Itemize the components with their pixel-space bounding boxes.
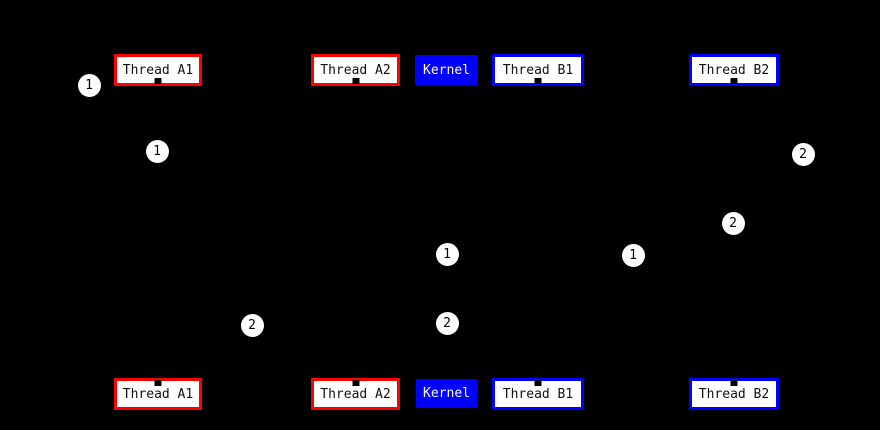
participant-label: Thread B1: [502, 386, 574, 402]
step-badge-1: 1: [145, 139, 169, 163]
lifeline-stub: [534, 380, 542, 386]
step-badge-1: 1: [621, 243, 645, 267]
lifeline-stub: [352, 78, 359, 84]
participant-label: Thread A2: [320, 386, 391, 402]
participant-label: Thread B2: [698, 62, 770, 78]
step-badge-number: 2: [248, 317, 256, 333]
participant-label: Thread B2: [698, 386, 770, 402]
participant-label: Kernel: [423, 62, 470, 78]
step-badge-number: 2: [443, 315, 451, 331]
participant-box-thread-a1-top: Thread A1: [114, 54, 202, 86]
participant-box-thread-b2-bottom: Thread B2: [689, 378, 779, 410]
lifeline-stub: [154, 380, 162, 386]
step-badge-2: 2: [721, 211, 745, 235]
step-badge-2: 2: [240, 313, 264, 337]
lifeline-stub: [534, 78, 542, 84]
participant-box-thread-a1-bottom: Thread A1: [114, 378, 202, 410]
participant-box-thread-b1-top: Thread B1: [492, 54, 584, 86]
step-badge-2: 2: [791, 142, 815, 166]
participant-box-thread-a2-bottom: Thread A2: [311, 378, 400, 410]
lifeline-stub: [352, 380, 359, 386]
participant-label: Thread A1: [122, 386, 194, 402]
participant-label: Thread B1: [502, 62, 574, 78]
participant-box-thread-b1-bottom: Thread B1: [492, 378, 584, 410]
step-badge-1: 1: [77, 73, 101, 97]
lifeline-stub: [730, 380, 738, 386]
step-badge-number: 1: [629, 247, 637, 263]
step-badge-number: 1: [85, 77, 93, 93]
step-badge-2: 2: [435, 311, 459, 335]
lifeline-stub: [730, 78, 738, 84]
lifeline-stub: [154, 78, 162, 84]
participant-box-thread-a2-top: Thread A2: [311, 54, 400, 86]
step-badge-number: 2: [799, 146, 807, 162]
participant-box-thread-b2-top: Thread B2: [689, 54, 779, 86]
participant-label: Kernel: [423, 386, 470, 401]
step-badge-number: 1: [153, 143, 161, 159]
step-badge-1: 1: [435, 242, 459, 266]
participant-box-kernel-bottom: Kernel: [416, 379, 477, 408]
step-badge-number: 2: [729, 215, 737, 231]
participant-label: Thread A2: [320, 62, 391, 78]
participant-label: Thread A1: [122, 62, 194, 78]
step-badge-number: 1: [443, 246, 451, 262]
participant-box-kernel-top: Kernel: [415, 55, 478, 85]
